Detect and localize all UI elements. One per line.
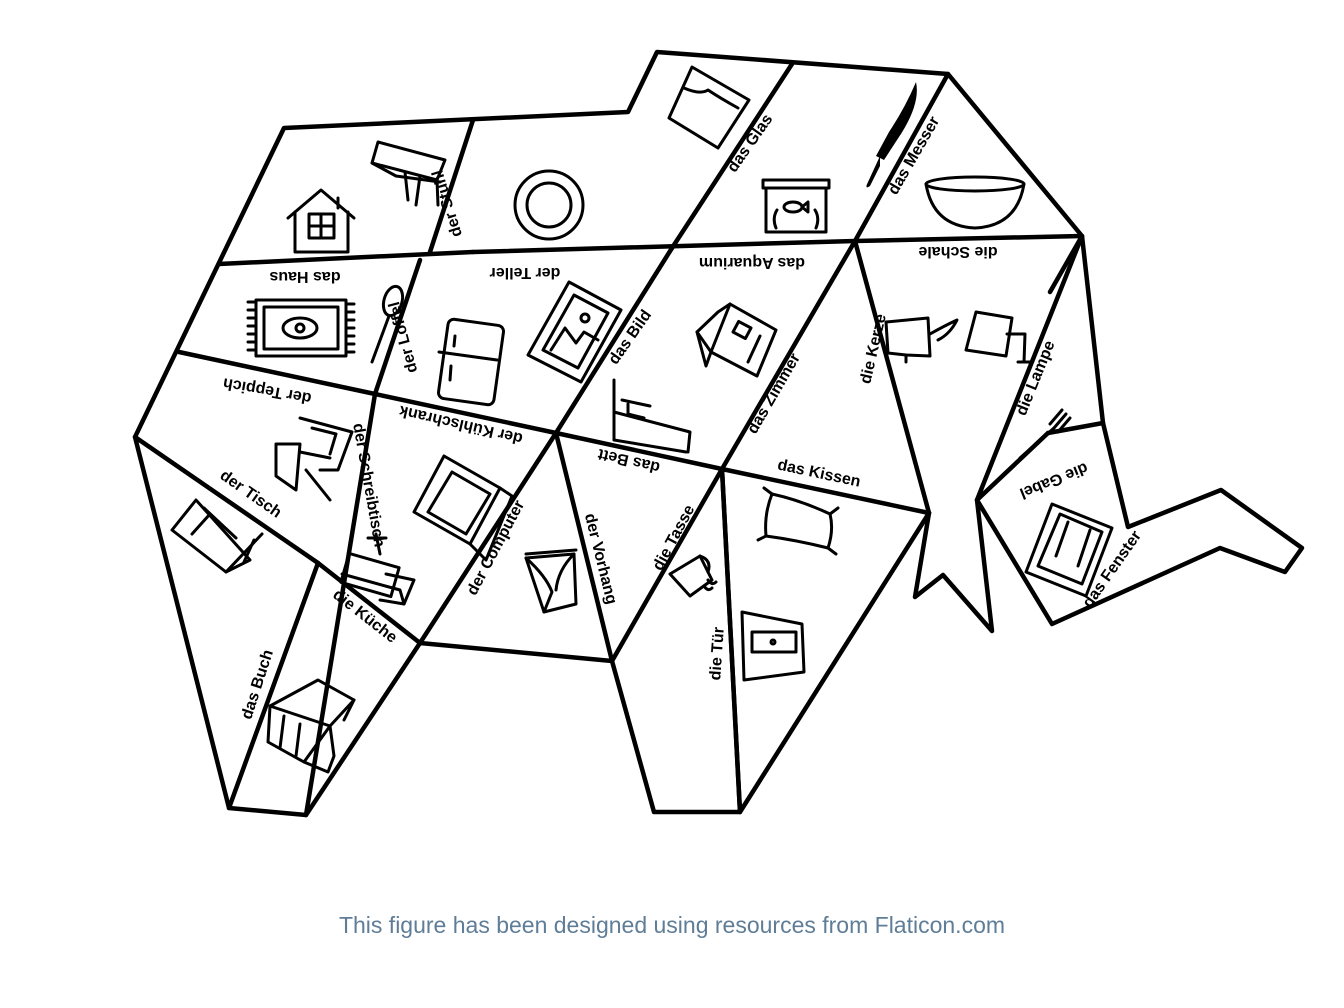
house-icon	[286, 188, 356, 254]
pillow-icon	[756, 486, 840, 556]
fridge-icon	[436, 317, 506, 407]
candle-icon	[884, 316, 959, 364]
label-die-schale: die Schale	[918, 243, 997, 260]
bed-icon	[612, 378, 692, 454]
plate-icon	[513, 169, 585, 241]
bowl-icon	[924, 175, 1026, 230]
fork-icon	[1018, 408, 1072, 460]
kitchen-icon	[339, 532, 416, 606]
book-icon	[266, 678, 356, 774]
label-der-teller: der Teller	[490, 264, 561, 281]
label-das-haus: das Haus	[269, 268, 340, 285]
curtain-icon	[524, 548, 578, 614]
door-icon	[740, 610, 806, 682]
room-icon	[695, 302, 778, 378]
desk-icon	[274, 416, 354, 502]
attribution-text: This figure has been designed using reso…	[338, 912, 1006, 938]
picture-icon	[526, 280, 623, 384]
window-icon	[1024, 502, 1114, 598]
aquarium-icon	[761, 178, 831, 234]
lamp-icon	[964, 310, 1032, 364]
label-die-tuer: die Tür	[707, 626, 728, 680]
computer-icon	[412, 454, 514, 562]
knife-icon	[866, 82, 917, 188]
elephant-outline	[132, 49, 1305, 818]
label-das-aquarium: das Aquarium	[699, 254, 805, 271]
cup-icon	[668, 554, 718, 598]
chair-icon	[370, 140, 447, 207]
glass-icon	[667, 65, 751, 150]
table-icon	[170, 498, 264, 574]
rug-icon	[246, 298, 356, 358]
spoon-icon	[370, 284, 405, 364]
